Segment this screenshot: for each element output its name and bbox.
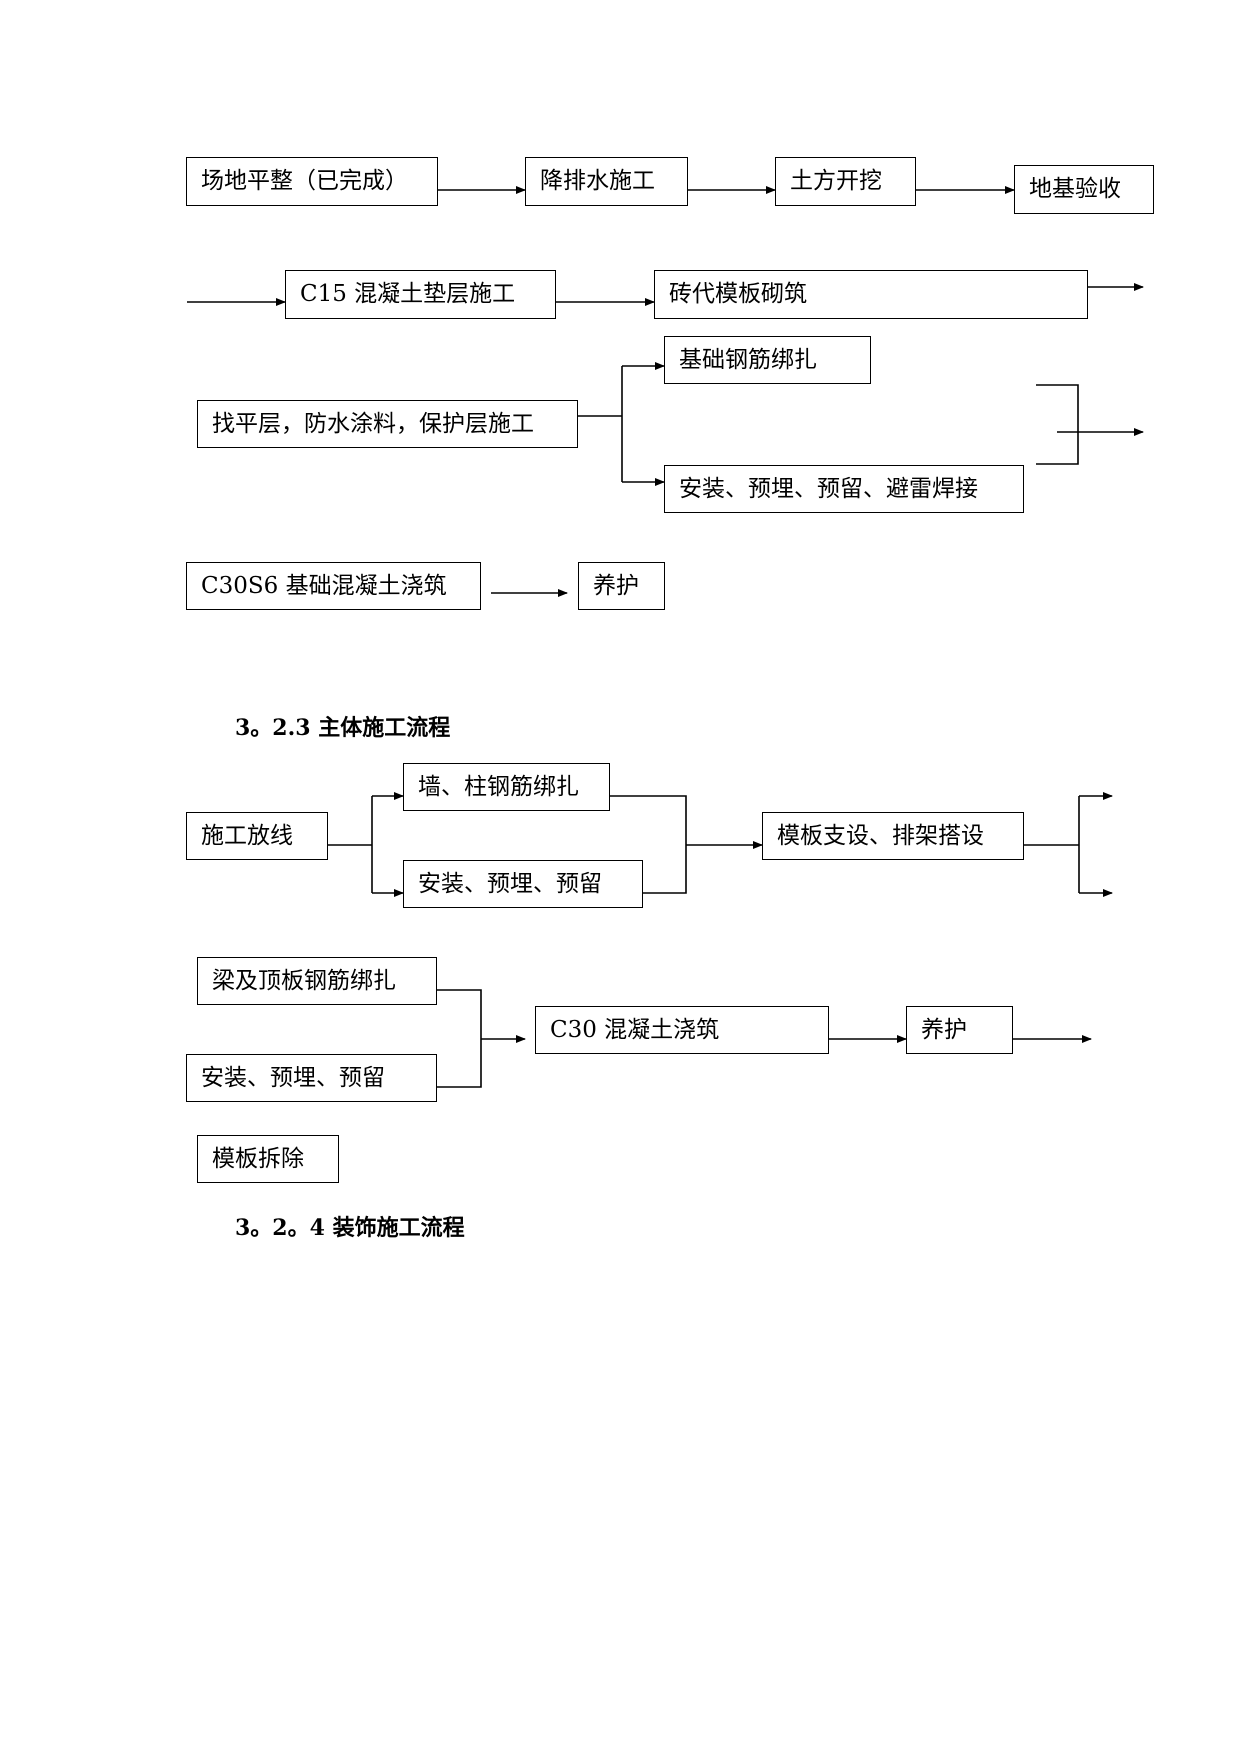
leveling-waterproof-box: 找平层，防水涂料，保护层施工 bbox=[197, 400, 578, 448]
decoration-heading: 3。2。4 装饰施工流程 bbox=[235, 1215, 465, 1241]
foundation-rebar-box: 基础钢筋绑扎 bbox=[664, 336, 871, 384]
formwork-removal-box: 模板拆除 bbox=[197, 1135, 339, 1183]
install-embed-1-box: 安装、预埋、预留 bbox=[403, 860, 643, 908]
install-embed-2-box: 安装、预埋、预留 bbox=[186, 1054, 437, 1102]
foundation-inspection-box: 地基验收 bbox=[1014, 165, 1154, 214]
merge-bracket bbox=[1036, 384, 1079, 465]
main-curing-box: 养护 bbox=[906, 1006, 1013, 1054]
beam-slab-rebar-box: 梁及顶板钢筋绑扎 bbox=[197, 957, 437, 1005]
earth-excavation-box: 土方开挖 bbox=[775, 157, 916, 206]
foundation-curing-box: 养护 bbox=[578, 562, 665, 610]
install-lightning-box: 安装、预埋、预留、避雷焊接 bbox=[664, 465, 1024, 513]
merge-beam-install bbox=[437, 989, 482, 1088]
c30s6-pour-box: C30S6 基础混凝土浇筑 bbox=[186, 562, 481, 610]
formwork-scaffold-box: 模板支设、排架搭设 bbox=[762, 812, 1024, 860]
main-structure-heading: 3。2.3 主体施工流程 bbox=[235, 715, 451, 741]
c30-pour-box: C30 混凝土浇筑 bbox=[535, 1006, 829, 1054]
dewatering-box: 降排水施工 bbox=[525, 157, 688, 206]
site-leveling-box: 场地平整（已完成） bbox=[186, 157, 438, 206]
brick-formwork-box: 砖代模板砌筑 bbox=[654, 270, 1088, 319]
c15-cushion-box: C15 混凝土垫层施工 bbox=[285, 270, 556, 319]
setting-out-box: 施工放线 bbox=[186, 812, 328, 860]
wall-column-rebar-box: 墙、柱钢筋绑扎 bbox=[403, 763, 610, 811]
